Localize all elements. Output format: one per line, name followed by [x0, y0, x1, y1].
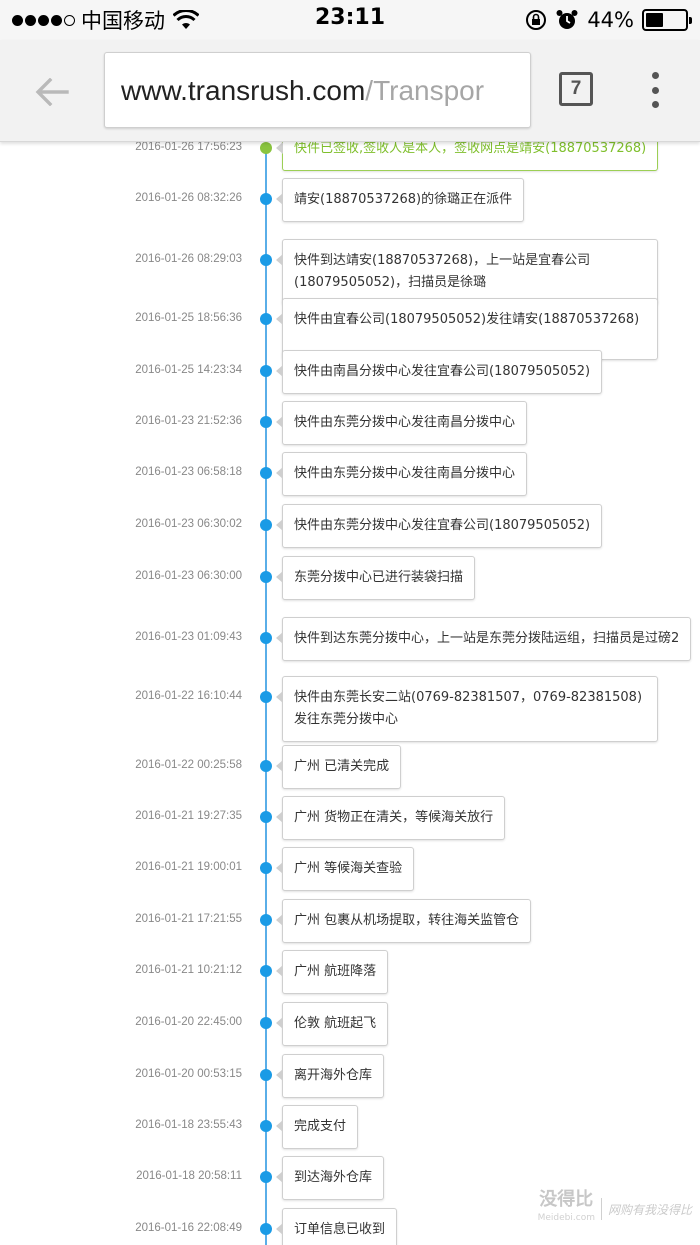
status-right: 44% [525, 7, 692, 33]
timeline-dot [260, 1171, 272, 1183]
signal-dot [64, 14, 75, 26]
watermark-logo: 没得比 Meidebi.com [537, 1189, 595, 1224]
back-arrow-icon [35, 78, 69, 106]
signal-dot [51, 14, 62, 26]
signal-dot [12, 14, 23, 26]
entry-time: 2016-01-21 17:21:55 [135, 913, 242, 925]
clock: 23:11 [314, 5, 386, 30]
entry-time: 2016-01-16 22:08:49 [135, 1222, 242, 1234]
entry-text: 快件由南昌分拨中心发往宜春公司(18079505052) [275, 350, 603, 394]
entry-time: 2016-01-22 00:25:58 [135, 759, 242, 771]
entry-text: 快件到达东莞分拨中心，上一站是东莞分拨陆运组，扫描员是过磅2 [275, 617, 692, 661]
entry-text: 广州 包裹从机场提取，转往海关监管仓 [275, 899, 532, 943]
timeline-dot [260, 365, 272, 377]
timeline-dot [260, 632, 272, 644]
entry-text: 完成支付 [275, 1105, 359, 1149]
timeline-dot [260, 1223, 272, 1235]
entry-time: 2016-01-23 06:30:02 [135, 518, 242, 530]
entry-text: 快件由宜春公司(18079505052)发往靖安(18870537268) [276, 298, 658, 360]
entry-time: 2016-01-26 08:29:03 [135, 253, 242, 265]
signal-dot [25, 14, 36, 26]
current-status-dot [260, 142, 272, 154]
entry-time: 2016-01-23 06:58:18 [135, 466, 242, 478]
timeline-dot [260, 416, 272, 428]
entry-text: 靖安(18870537268)的徐璐正在派件 [275, 178, 525, 222]
entry-text: 广州 已清关完成 [275, 745, 402, 789]
timeline-dot [260, 571, 272, 583]
entry-text: 伦敦 航班起飞 [275, 1002, 389, 1046]
watermark-slogan: 网购有我没得比 [607, 1202, 692, 1217]
entry-text: 离开海外仓库 [275, 1054, 385, 1098]
entry-time: 2016-01-20 22:45:00 [135, 1016, 242, 1028]
entry-text: 快件由东莞分拨中心发往宜春公司(18079505052) [275, 504, 603, 548]
entry-text: 快件由东莞长安二站(0769-82381507，0769-82381508)发往… [276, 676, 658, 742]
tab-count: 7 [570, 78, 582, 99]
entry-time: 2016-01-18 20:58:11 [136, 1170, 242, 1182]
battery-fill [646, 13, 663, 27]
timeline-dot [260, 467, 272, 479]
entry-text: 广州 等候海关查验 [275, 847, 415, 891]
signal-strength-icon [12, 14, 75, 26]
timeline-dot [260, 1069, 272, 1081]
wifi-icon [173, 10, 199, 29]
entry-time: 2016-01-22 16:10:44 [135, 690, 242, 702]
menu-dot [651, 101, 659, 108]
entry-time: 2016-01-21 10:21:12 [135, 964, 242, 976]
timeline-dot [260, 313, 272, 325]
timeline-dot [260, 862, 272, 874]
entry-time: 2016-01-21 19:00:01 [135, 861, 242, 873]
more-vert-icon[interactable] [645, 70, 665, 110]
entry-time: 2016-01-26 08:32:26 [135, 192, 242, 204]
entry-time: 2016-01-23 21:52:36 [135, 415, 242, 427]
battery-percent: 44% [587, 8, 634, 32]
entry-time: 2016-01-23 06:30:00 [135, 570, 242, 582]
entry-time: 2016-01-25 14:23:34 [135, 364, 242, 376]
entry-time: 2016-01-23 01:09:43 [135, 631, 242, 643]
timeline-dot [260, 1120, 272, 1132]
entry-time: 2016-01-26 17:56:23 [135, 141, 242, 153]
watermark: 没得比 Meidebi.com 网购有我没得比 [538, 1191, 692, 1227]
entry-text: 快件由东莞分拨中心发往南昌分拨中心 [275, 452, 528, 496]
tabs-button[interactable]: 7 [559, 72, 593, 106]
entry-time: 2016-01-20 00:53:15 [135, 1068, 242, 1080]
browser-toolbar: www.transrush.com/Transpor 7 [0, 40, 700, 142]
watermark-separator [600, 1198, 602, 1220]
timeline-dot [260, 760, 272, 772]
entry-time: 2016-01-21 19:27:35 [135, 810, 242, 822]
back-button[interactable] [30, 72, 74, 112]
entry-time: 2016-01-25 18:56:36 [135, 312, 242, 324]
entry-text: 订单信息已收到 [275, 1208, 398, 1245]
signal-dot [38, 14, 49, 26]
battery-icon [642, 9, 692, 31]
status-bar: 中国移动 23:11 44% [0, 0, 700, 40]
carrier-name: 中国移动 [81, 9, 165, 33]
entry-text: 东莞分拨中心已进行装袋扫描 [275, 556, 476, 600]
entry-text: 快件到达靖安(18870537268)，上一站是宜春公司(18079505052… [276, 239, 658, 305]
timeline-dot [260, 1017, 272, 1029]
rotation-lock-icon [526, 10, 547, 30]
menu-dot [651, 86, 659, 94]
url-domain: www.transrush.com [121, 75, 366, 106]
status-left: 中国移动 [12, 7, 199, 33]
timeline-dot [260, 254, 272, 266]
alarm-icon [556, 10, 578, 29]
entry-text: 广州 航班降落 [275, 950, 389, 994]
timeline-dot [260, 519, 272, 531]
entry-text: 快件由东莞分拨中心发往南昌分拨中心 [275, 401, 528, 445]
timeline-dot [260, 965, 272, 977]
entry-time: 2016-01-18 23:55:43 [135, 1119, 242, 1131]
timeline-dot [260, 691, 272, 703]
timeline-dot [260, 193, 272, 205]
timeline-dot [260, 811, 272, 823]
url-path: /Transpor [365, 75, 485, 106]
entry-text: 到达海外仓库 [275, 1156, 385, 1200]
address-bar[interactable]: www.transrush.com/Transpor [104, 52, 531, 128]
menu-dot [651, 72, 659, 79]
timeline-dot [260, 914, 272, 926]
entry-text: 广州 货物正在清关，等候海关放行 [275, 796, 506, 840]
